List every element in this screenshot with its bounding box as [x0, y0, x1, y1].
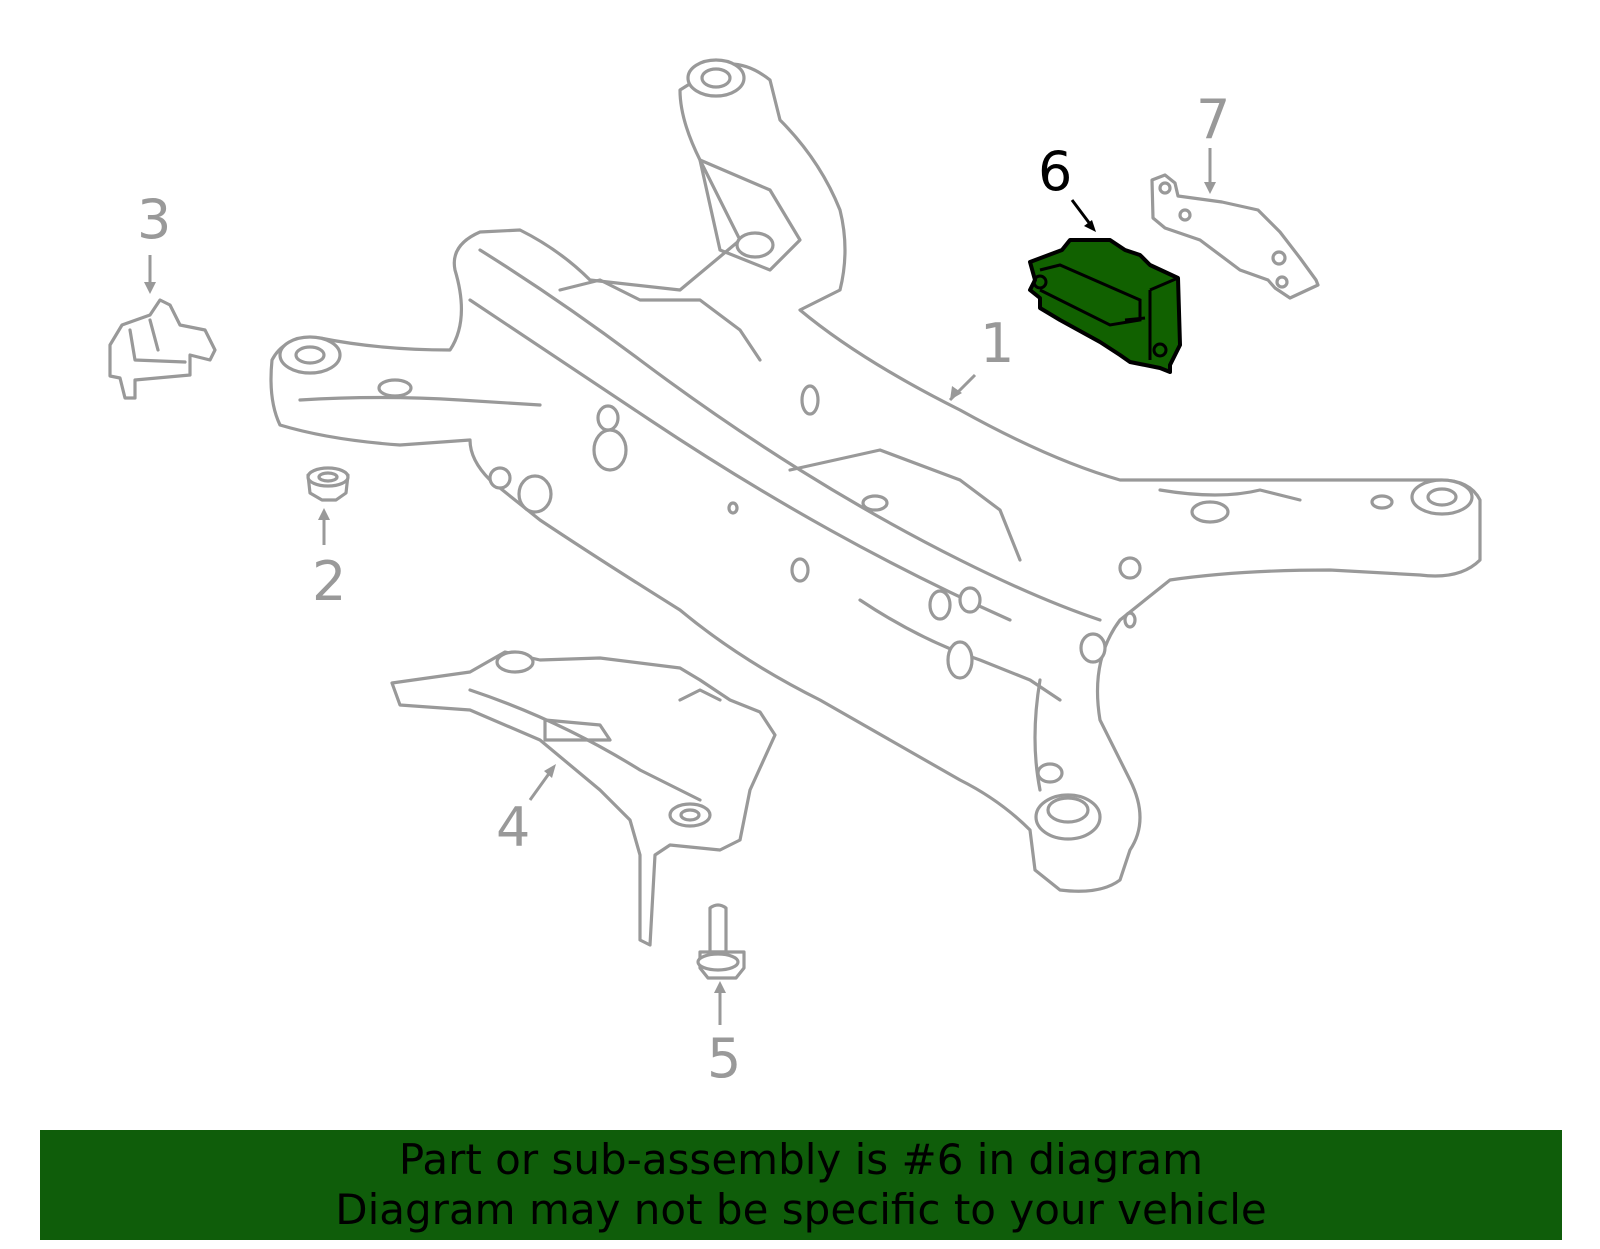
- callout-6[interactable]: 6: [1038, 140, 1072, 203]
- callout-2[interactable]: 2: [312, 550, 346, 613]
- callout-4[interactable]: 4: [496, 796, 530, 859]
- part-1-subframe[interactable]: [269, 58, 1482, 893]
- banner-line-2: Diagram may not be specific to your vehi…: [335, 1185, 1267, 1234]
- callout-5[interactable]: 5: [707, 1027, 741, 1090]
- part-3-bracket[interactable]: [108, 298, 217, 400]
- info-banner: Part or sub-assembly is #6 in diagram Di…: [40, 1130, 1562, 1240]
- part-6-mount[interactable]: [1028, 238, 1182, 374]
- part-2-nut[interactable]: [306, 466, 350, 502]
- part-7-bracket[interactable]: [1150, 173, 1320, 300]
- callout-7[interactable]: 7: [1196, 88, 1230, 151]
- part-4-shield[interactable]: [390, 650, 777, 947]
- callout-1[interactable]: 1: [980, 312, 1014, 375]
- part-5-bolt[interactable]: [696, 903, 746, 980]
- callout-3[interactable]: 3: [137, 188, 171, 251]
- banner-line-1: Part or sub-assembly is #6 in diagram: [398, 1135, 1204, 1184]
